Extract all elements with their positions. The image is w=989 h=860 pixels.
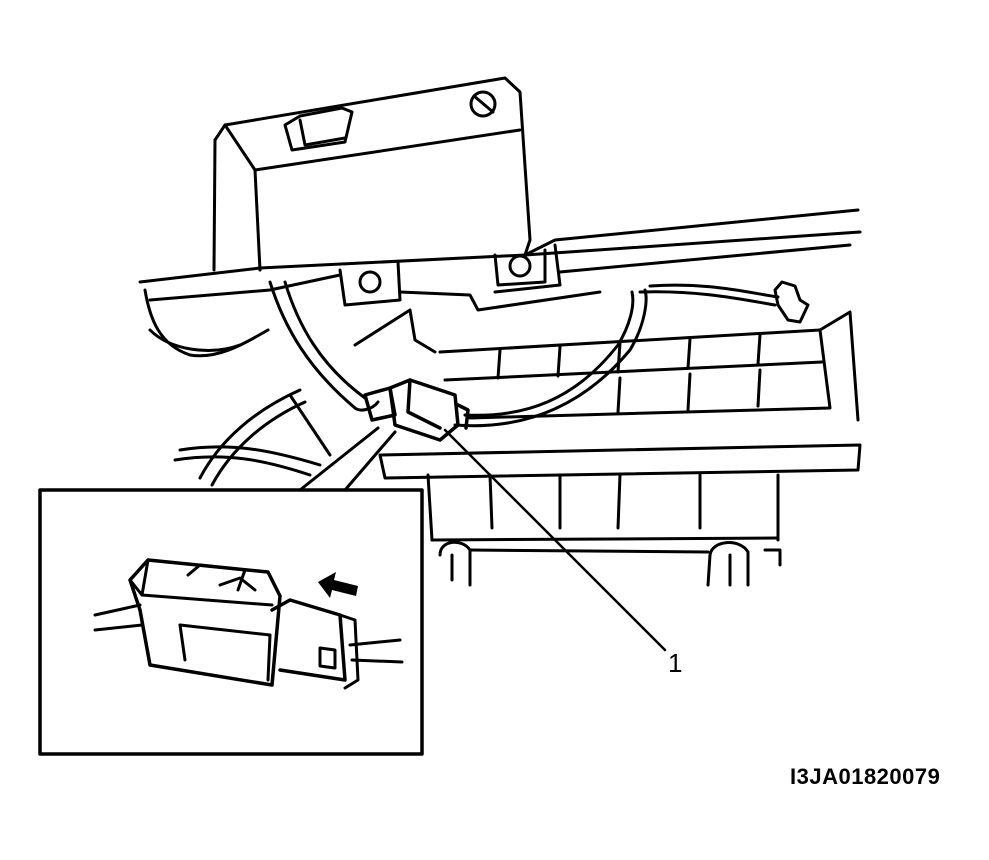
figure-identifier: I3JA01820079 [790, 764, 941, 789]
callout-number-1: 1 [668, 648, 683, 678]
inset-detail-box [38, 488, 424, 756]
arrow-pointing-left-icon [318, 572, 358, 598]
inset-zoom-lines [298, 426, 397, 492]
grille-panel [378, 310, 862, 587]
upper-bracket-panel [212, 76, 532, 272]
wiring-harness [173, 280, 810, 487]
leader-line [443, 428, 667, 652]
connector-main [363, 378, 470, 442]
frame-rail [138, 208, 862, 312]
left-housing [143, 288, 437, 358]
